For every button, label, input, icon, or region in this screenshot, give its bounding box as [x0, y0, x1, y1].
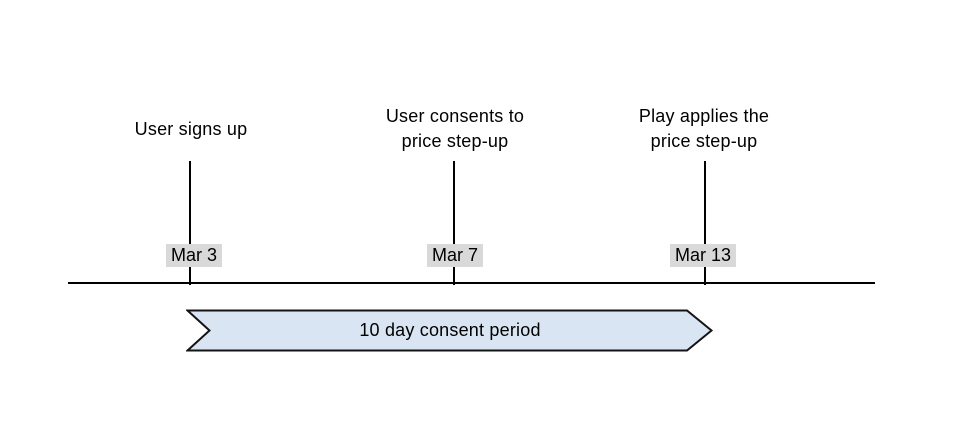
event-connector-line — [453, 161, 455, 285]
event-label-user-signs-up: User signs up — [134, 118, 248, 139]
event-label-user-consents: User consents to price step-up — [385, 106, 525, 151]
consent-period-label: 10 day consent period — [359, 320, 541, 340]
timeline-axis — [68, 282, 875, 284]
event-connector-line — [189, 161, 191, 285]
event-connector-line — [704, 161, 706, 285]
event-date-badge: Mar 3 — [165, 244, 223, 267]
event-label-play-applies: Play applies the price step-up — [638, 106, 770, 151]
consent-period-arrow — [186, 309, 714, 352]
event-date-badge: Mar 13 — [669, 244, 737, 267]
event-date-badge: Mar 7 — [426, 244, 484, 267]
